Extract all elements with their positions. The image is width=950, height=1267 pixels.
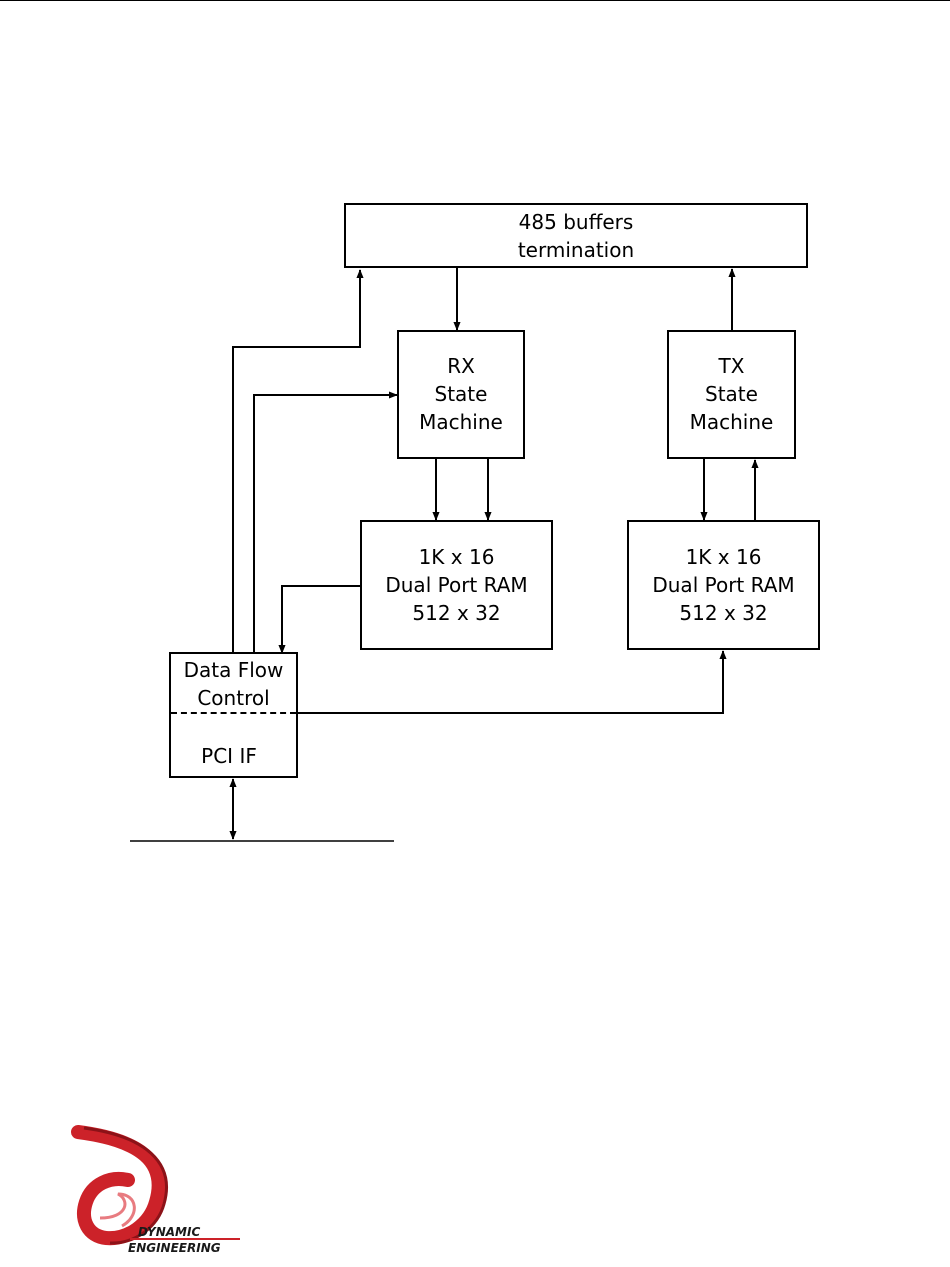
rx-ram-label-2: Dual Port RAM <box>360 571 553 599</box>
tx-label-1: TX <box>667 352 796 380</box>
rx-label-2: State <box>397 380 525 408</box>
dfc-label-2: Control <box>169 684 298 712</box>
pci-if-label: PCI IF <box>169 742 289 770</box>
tx-ram-label-3: 512 x 32 <box>627 599 820 627</box>
tx-label-2: State <box>667 380 796 408</box>
dfc-pci-divider <box>171 712 296 714</box>
rx-label-3: Machine <box>397 408 525 436</box>
tx-label-3: Machine <box>667 408 796 436</box>
tx-ram-label-1: 1K x 16 <box>627 543 820 571</box>
buffers-label-2: termination <box>344 236 808 264</box>
logo-swoosh-icon: DYNAMIC ENGINEERING <box>70 1122 260 1257</box>
dynamic-engineering-logo: DYNAMIC ENGINEERING <box>70 1122 260 1262</box>
logo-word-dynamic: DYNAMIC <box>138 1225 200 1239</box>
dfc-to-txram-arrow <box>297 651 723 713</box>
rx-label-1: RX <box>397 352 525 380</box>
dfc-to-buffers-arrow <box>233 270 360 653</box>
rx-ram-label-3: 512 x 32 <box>360 599 553 627</box>
rx-ram-label-1: 1K x 16 <box>360 543 553 571</box>
tx-ram-label-2: Dual Port RAM <box>627 571 820 599</box>
rxram-to-dfc-arrow <box>282 586 360 653</box>
buffers-label-1: 485 buffers <box>344 208 808 236</box>
logo-word-engineering: ENGINEERING <box>128 1241 221 1255</box>
dfc-label-1: Data Flow <box>169 656 298 684</box>
